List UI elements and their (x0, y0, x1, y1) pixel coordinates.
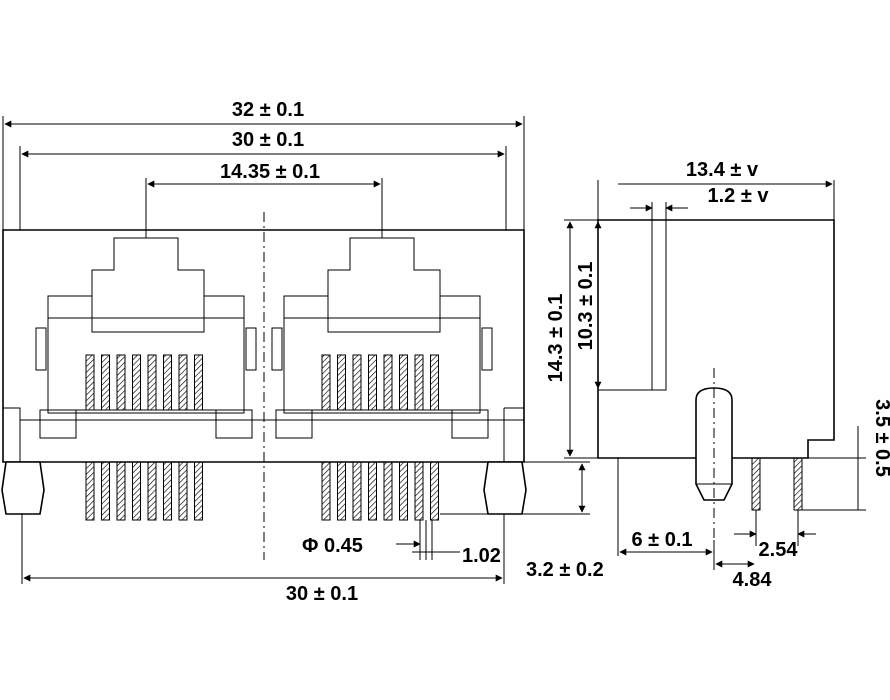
pcb-pin (116, 461, 126, 521)
dim-tab-height: 10.3 ± 0.1 (575, 262, 597, 351)
side-pin-1 (751, 457, 761, 511)
pcb-pin (101, 461, 110, 521)
pcb-pin (147, 461, 157, 521)
pcb-pins (85, 461, 439, 521)
contact-spring (414, 354, 424, 411)
pcb-pin (430, 461, 439, 521)
side-pin-2 (793, 457, 803, 511)
pcb-pin (178, 461, 188, 521)
pcb-pin (368, 461, 377, 521)
contact-spring (101, 354, 110, 411)
pcb-pin (163, 461, 172, 521)
pcb-pin (337, 461, 346, 521)
contact-spring (147, 354, 157, 411)
peg-right (483, 461, 527, 515)
contact-spring (163, 354, 172, 411)
dim-depth: 13.4 ± v (686, 159, 759, 181)
peg-left (1, 461, 45, 515)
pcb-pin (414, 461, 424, 521)
contact-spring (383, 354, 393, 411)
contact-spring (368, 354, 377, 411)
contact-spring (399, 354, 408, 411)
dim-pin-diameter: Φ 0.45 (302, 535, 363, 557)
contact-springs (85, 354, 439, 411)
pcb-pin (352, 461, 362, 521)
dim-pin-pitch: 1.02 (462, 545, 501, 567)
dim-shield-thickness: 1.2 ± v (707, 185, 769, 207)
dim-pin-length: 3.2 ± 0.2 (526, 559, 604, 581)
dim-peg-length: 3.5 ± 0.5 (871, 399, 890, 477)
pcb-pin (194, 461, 203, 521)
contact-spring (321, 354, 331, 411)
shell-ledge (3, 407, 524, 421)
contact-spring (430, 354, 439, 411)
pcb-pin (132, 461, 141, 521)
pcb-pin (383, 461, 393, 521)
side-view: 13.4 ± v 1.2 ± v 14.3 ± 0.1 10.3 ± 0.1 3… (545, 159, 890, 591)
dim-pin-offset: 4.84 (733, 569, 773, 591)
contact-spring (85, 354, 95, 411)
pcb-pin (321, 461, 331, 521)
contact-spring (178, 354, 188, 411)
pcb-pin (399, 461, 408, 521)
contact-spring (116, 354, 126, 411)
dim-peg-spacing: 30 ± 0.1 (286, 583, 358, 605)
dim-peg-offset: 6 ± 0.1 (631, 529, 692, 551)
port-right (271, 237, 493, 439)
pcb-pin (85, 461, 95, 521)
contact-spring (194, 354, 203, 411)
contact-spring (132, 354, 141, 411)
front-view: 32 ± 0.1 30 ± 0.1 14.35 ± 0.1 30 ± 0.1 Φ… (1, 99, 604, 605)
dim-overall-width: 32 ± 0.1 (232, 99, 304, 121)
contact-spring (352, 354, 362, 411)
contact-spring (337, 354, 346, 411)
dim-housing-width: 30 ± 0.1 (232, 129, 304, 151)
dim-height: 14.3 ± 0.1 (545, 294, 567, 383)
dim-pin-row-spacing: 2.54 (759, 539, 799, 561)
port-left (35, 237, 257, 439)
dim-port-pitch: 14.35 ± 0.1 (220, 161, 320, 183)
